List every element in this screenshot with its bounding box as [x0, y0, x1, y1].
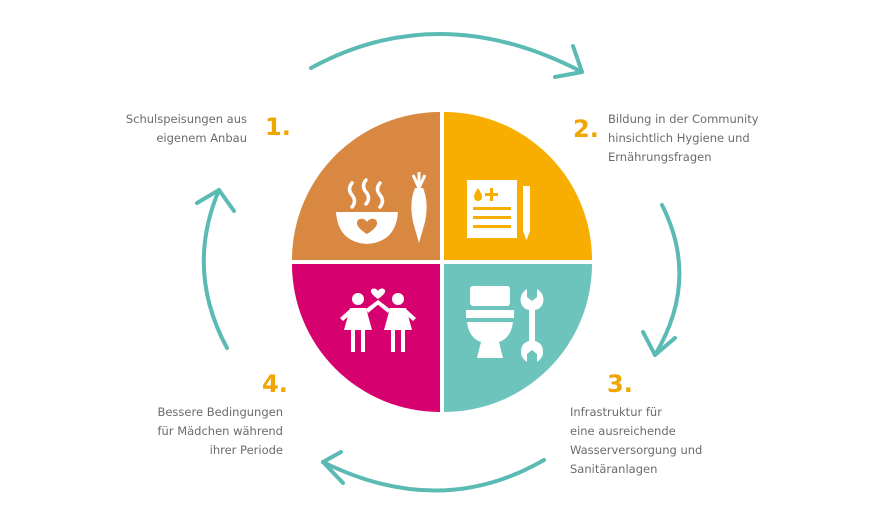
step-2-number: 2. — [573, 115, 599, 143]
step-3-text: Infrastruktur für eine ausreichende Wass… — [570, 403, 702, 479]
step-2-line: hinsichtlich Hygiene und — [608, 131, 750, 145]
arrow-left — [195, 188, 236, 350]
document-pencil-icon — [467, 180, 530, 240]
step-2-line: Bildung in der Community — [608, 112, 759, 126]
step-4-text: Bessere Bedingungen für Mädchen während … — [157, 403, 283, 460]
step-1-line: eigenem Anbau — [156, 131, 247, 145]
quadrant-girls — [292, 264, 440, 412]
step-3-line: Wasserversorgung und — [570, 443, 703, 457]
toilet-wrench-icon — [466, 286, 544, 362]
step-3-line: eine ausreichende — [570, 424, 676, 438]
step-4-line: ihrer Periode — [209, 443, 283, 457]
cycle-arrows — [195, 32, 682, 493]
food-bowl-carrot-icon — [336, 172, 427, 244]
step-1-text: Schulspeisungen aus eigenem Anbau — [126, 110, 247, 148]
step-4-number: 4. — [262, 370, 288, 398]
step-2-line: Ernährungsfragen — [608, 150, 712, 164]
arrow-top — [309, 32, 584, 79]
circle-chart — [292, 112, 592, 412]
step-4-line: für Mädchen während — [157, 424, 283, 438]
step-1-line: Schulspeisungen aus — [125, 112, 247, 126]
step-4-line: Bessere Bedingungen — [157, 405, 283, 419]
girls-heart-icon — [340, 288, 416, 352]
quadrant-infrastructure — [444, 264, 592, 412]
step-3-line: Sanitäranlagen — [570, 462, 658, 476]
quadrant-food — [292, 112, 440, 260]
step-3-line: Infrastruktur für — [570, 405, 662, 419]
step-2-text: Bildung in der Community hinsichtlich Hy… — [608, 110, 759, 167]
step-3-number: 3. — [607, 370, 633, 398]
arrow-right — [641, 203, 682, 357]
quadrant-education — [444, 112, 592, 260]
step-1-number: 1. — [265, 113, 291, 141]
arrow-bottom — [321, 450, 546, 493]
